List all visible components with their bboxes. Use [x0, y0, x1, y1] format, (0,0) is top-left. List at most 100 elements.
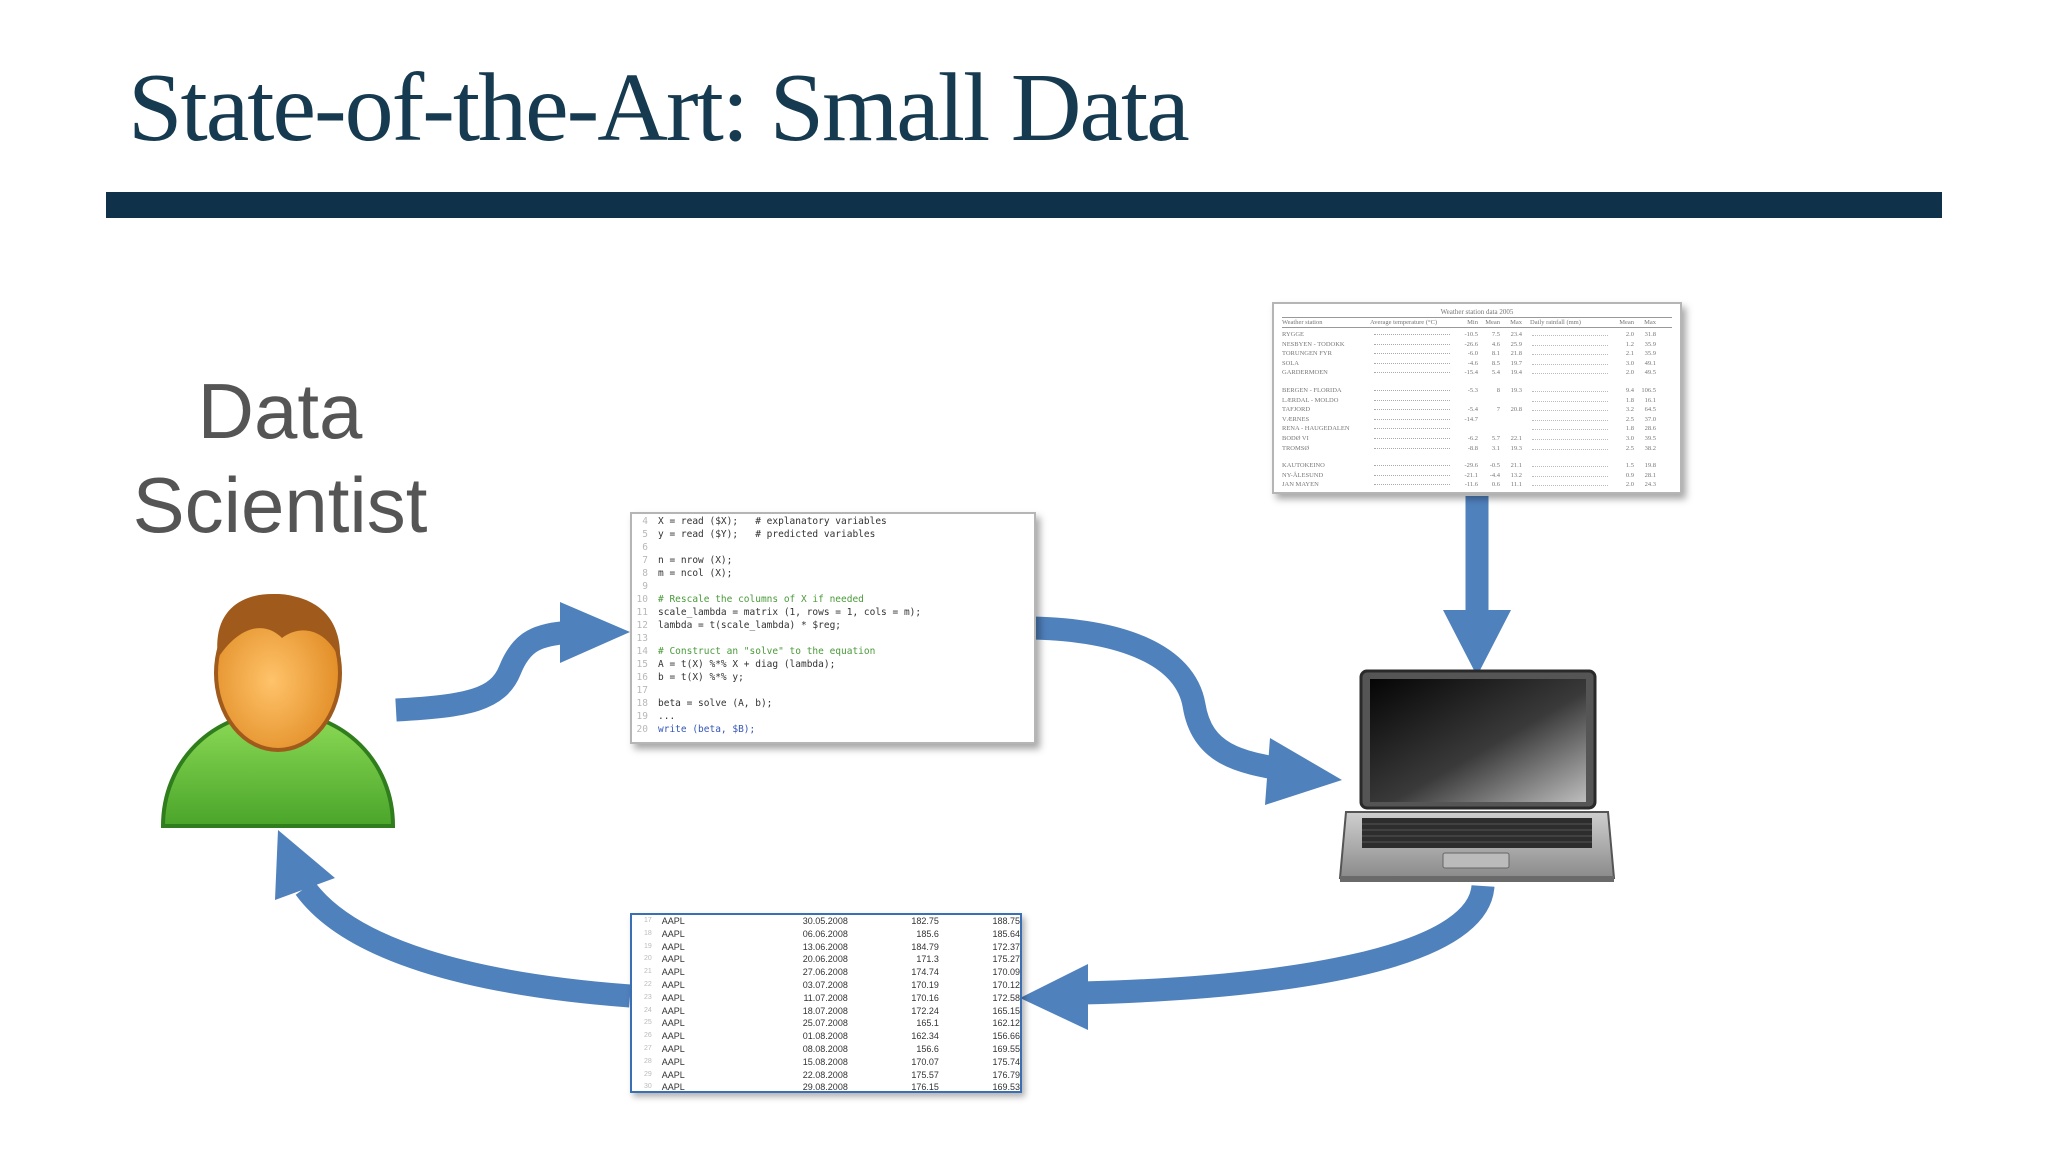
weather-cell-rmean: 9.4: [1625, 386, 1634, 394]
weather-table-row: RENA - HAUGEDALEN 1.8 28.6: [1282, 424, 1672, 434]
weather-sparkline: [1530, 368, 1612, 378]
weather-cell-rmean: 2.1: [1625, 350, 1634, 358]
weather-cell-rmean: 2.5: [1625, 415, 1634, 423]
code-line-text: lambda = t(scale_lambda) * $reg;: [658, 620, 842, 631]
stock-cell-date: 08.08.2008: [802, 1043, 848, 1054]
code-line-number: 17: [636, 685, 648, 696]
weather-cell-rmax: 28.1: [1644, 471, 1656, 479]
stock-cell-n: 17: [644, 917, 652, 924]
weather-cell-max: 20.8: [1510, 406, 1522, 414]
weather-sparkline: [1370, 368, 1456, 378]
stock-cell-n: 18: [644, 929, 652, 937]
weather-cell-rmax: 16.1: [1644, 396, 1656, 404]
code-line: 9: [632, 580, 1034, 593]
weather-sparkline: [1370, 461, 1456, 471]
code-line-number: 14: [636, 646, 648, 657]
weather-table-header: Weather station Average temperature (°C)…: [1282, 317, 1672, 328]
stock-cell-n: 21: [644, 968, 652, 976]
code-line-number: 13: [636, 633, 648, 644]
stock-cell-v1: 165.1: [916, 1018, 939, 1029]
stock-cell-sym: AAPL: [661, 967, 685, 978]
actor-label-line2: Scientist: [132, 461, 428, 549]
stock-cell-v1: 162.34: [911, 1031, 939, 1042]
code-line: 6: [632, 541, 1034, 554]
weather-sparkline: [1370, 359, 1456, 369]
weather-cell-mean: [1478, 396, 1500, 406]
weather-cell-mean: 3.1: [1491, 444, 1500, 452]
weather-cell-min: -5.4: [1467, 406, 1478, 414]
weather-cell-station: RYGGE: [1282, 331, 1305, 338]
stock-cell-n: 23: [644, 993, 652, 1001]
stock-cell-n: 28: [644, 1057, 652, 1065]
stock-cell-v2: 162.12: [992, 1018, 1020, 1029]
weather-cell-rmean: 0.9: [1625, 471, 1634, 479]
code-line: 14# Construct an "solve" to the equation: [632, 645, 1034, 658]
weather-cell-min: -10.5: [1464, 331, 1478, 338]
stock-cell-sym: AAPL: [661, 992, 685, 1003]
weather-cell-min: -21.1: [1464, 471, 1478, 479]
stock-cell-date: 11.07.2008: [803, 992, 848, 1003]
weather-sparkline: [1530, 434, 1612, 444]
weather-sparkline: [1530, 444, 1612, 454]
weather-cell-rmean: 1.5: [1625, 462, 1634, 470]
weather-cell-mean: [1478, 424, 1500, 434]
code-line-text: # Rescale the columns of X if needed: [658, 594, 864, 605]
weather-cell-rmean: 1.8: [1625, 425, 1634, 433]
weather-cell-station: RENA - HAUGEDALEN: [1282, 425, 1350, 433]
stock-cell-n: 30: [644, 1083, 652, 1091]
weather-header-rain-mean: Mean: [1619, 319, 1634, 326]
weather-sparkline: [1530, 386, 1612, 396]
weather-cell-rmax: 106.5: [1641, 386, 1656, 394]
code-line-text: y = read ($Y); # predicted variables: [658, 529, 876, 540]
weather-sparkline: [1370, 471, 1456, 481]
stock-cell-v2: 185.64: [992, 928, 1020, 939]
weather-cell-min: [1456, 396, 1478, 406]
weather-cell-rmax: 28.6: [1644, 425, 1656, 433]
stock-cell-n: 26: [644, 1032, 652, 1040]
code-line-text: beta = solve (A, b);: [658, 698, 773, 709]
weather-header-max: Max: [1510, 319, 1522, 326]
weather-cell-max: 21.8: [1510, 350, 1522, 358]
stock-cell-v1: 184.79: [911, 941, 939, 952]
weather-header-temp: Average temperature (°C): [1370, 319, 1438, 326]
weather-cell-min: -26.6: [1464, 340, 1478, 348]
weather-sparkline: [1370, 424, 1456, 434]
weather-cell-rmax: 37.0: [1644, 415, 1656, 423]
weather-sparkline: [1530, 349, 1612, 359]
weather-sparkline: [1370, 434, 1456, 444]
weather-cell-station: NY-ÅLESUND: [1282, 471, 1324, 479]
stock-cell-sym: AAPL: [661, 1043, 685, 1054]
arrow-laptop-to-results-head: [1020, 964, 1088, 1030]
weather-cell-station: KAUTOKEINO: [1282, 462, 1325, 470]
code-line-number: 9: [642, 581, 648, 592]
stock-cell-sym: AAPL: [661, 1056, 685, 1067]
weather-cell-max: 19.3: [1510, 444, 1522, 452]
weather-cell-max: 25.9: [1510, 340, 1522, 348]
arrow-results-to-person-head: [275, 830, 335, 900]
arrow-weather-to-laptop-head: [1443, 610, 1511, 676]
weather-cell-rmean: 2.0: [1625, 331, 1634, 338]
weather-cell-mean: -4.4: [1489, 471, 1500, 479]
weather-sparkline: [1370, 480, 1456, 490]
stock-cell-v2: 175.74: [992, 1056, 1020, 1067]
weather-cell-station: TAFJORD: [1282, 406, 1311, 414]
stock-cell-v2: 169.55: [992, 1043, 1020, 1054]
weather-header-rainfall: Daily rainfall (mm): [1530, 319, 1581, 326]
title-divider: [106, 192, 1942, 218]
stock-cell-sym: AAPL: [661, 1018, 685, 1029]
weather-sparkline: [1370, 340, 1456, 350]
stock-cell-n: 29: [644, 1070, 652, 1078]
